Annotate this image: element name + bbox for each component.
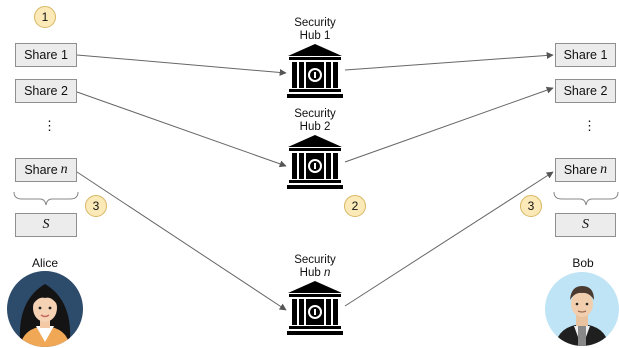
bob-secret-label: S	[582, 217, 589, 232]
alice-secret: S	[15, 213, 77, 237]
arrow-hubn-to-bob-sharen	[344, 171, 554, 307]
bob-ellipsis: ⋮	[583, 118, 596, 133]
hub-1-label: Security Hub 1	[285, 17, 345, 43]
step-badge-1: 1	[34, 6, 56, 28]
alice-share-2-index: 2	[60, 84, 68, 98]
alice-share-n-label: Share	[24, 163, 58, 177]
arrow-hub1-to-bob-share1	[344, 51, 554, 71]
arrow-sharen-to-hubn	[76, 171, 287, 311]
alice-name: Alice	[31, 256, 58, 270]
bob-share-2: Share 2	[555, 79, 616, 103]
bob-share-1-index: 1	[600, 48, 608, 62]
security-hub-2-icon	[287, 135, 343, 189]
hub-n-label-base: Hub	[299, 267, 321, 279]
arrow-share1-to-hub1	[76, 54, 287, 76]
alice-share-n-index: n	[60, 162, 68, 177]
step-badge-2: 2	[344, 195, 366, 217]
step-badge-3-right: 3	[520, 195, 542, 217]
hub-1-label-base: Hub	[299, 30, 321, 42]
bob-name: Bob	[572, 256, 594, 270]
hub-n-label-line1: Security	[294, 254, 336, 266]
alice-share-1: Share 1	[15, 43, 77, 67]
alice-secret-label: S	[42, 217, 50, 232]
bob-share-1-label: Share	[563, 48, 597, 62]
hub-n-label: Security Hub n	[285, 254, 345, 280]
bob-avatar	[545, 272, 619, 346]
hub-2-label: Security Hub 2	[285, 108, 345, 134]
alice-avatar	[7, 271, 83, 347]
alice-brace	[13, 191, 79, 206]
bob-share-2-label: Share	[563, 84, 597, 98]
bob-secret: S	[555, 213, 616, 237]
security-hub-1-icon	[287, 44, 343, 98]
security-hub-n-icon	[287, 281, 343, 335]
alice-share-2-label: Share	[24, 84, 58, 98]
alice-share-1-index: 1	[60, 48, 68, 62]
alice-ellipsis: ⋮	[43, 118, 56, 133]
bob-share-2-index: 2	[600, 84, 608, 98]
hub-1-label-index: 1	[323, 30, 331, 42]
hub-n-label-index: n	[323, 267, 331, 279]
alice-share-2: Share 2	[15, 79, 77, 103]
bob-brace	[553, 191, 619, 206]
hub-1-label-line1: Security	[294, 17, 336, 29]
hub-2-label-index: 2	[323, 121, 331, 133]
hub-2-label-line1: Security	[294, 108, 336, 120]
hub-2-label-base: Hub	[299, 121, 321, 133]
bob-share-1: Share 1	[555, 43, 616, 67]
arrow-hub2-to-bob-share2	[344, 86, 554, 163]
bob-share-n-label: Share	[563, 163, 598, 177]
arrow-share2-to-hub2	[76, 91, 287, 168]
alice-share-1-label: Share	[24, 48, 58, 62]
bob-share-n-index: n	[600, 162, 608, 177]
step-badge-3-left: 3	[85, 195, 107, 217]
